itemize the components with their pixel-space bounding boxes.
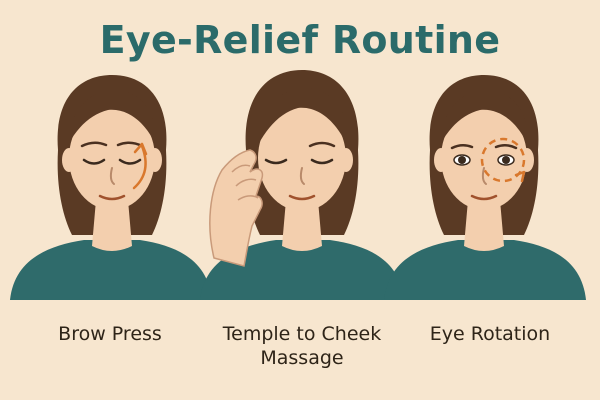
step-label-brow-press: Brow Press (58, 323, 162, 345)
temple-to-cheek-illustration (200, 70, 404, 300)
brow-press-illustration (10, 75, 212, 300)
eye-rotation-illustration (384, 75, 586, 300)
step-label-temple-to-cheek: Temple to Cheek Massage (222, 323, 382, 369)
step-label-eye-rotation: Eye Rotation (429, 323, 551, 345)
poster-title: Eye-Relief Routine (99, 18, 501, 62)
